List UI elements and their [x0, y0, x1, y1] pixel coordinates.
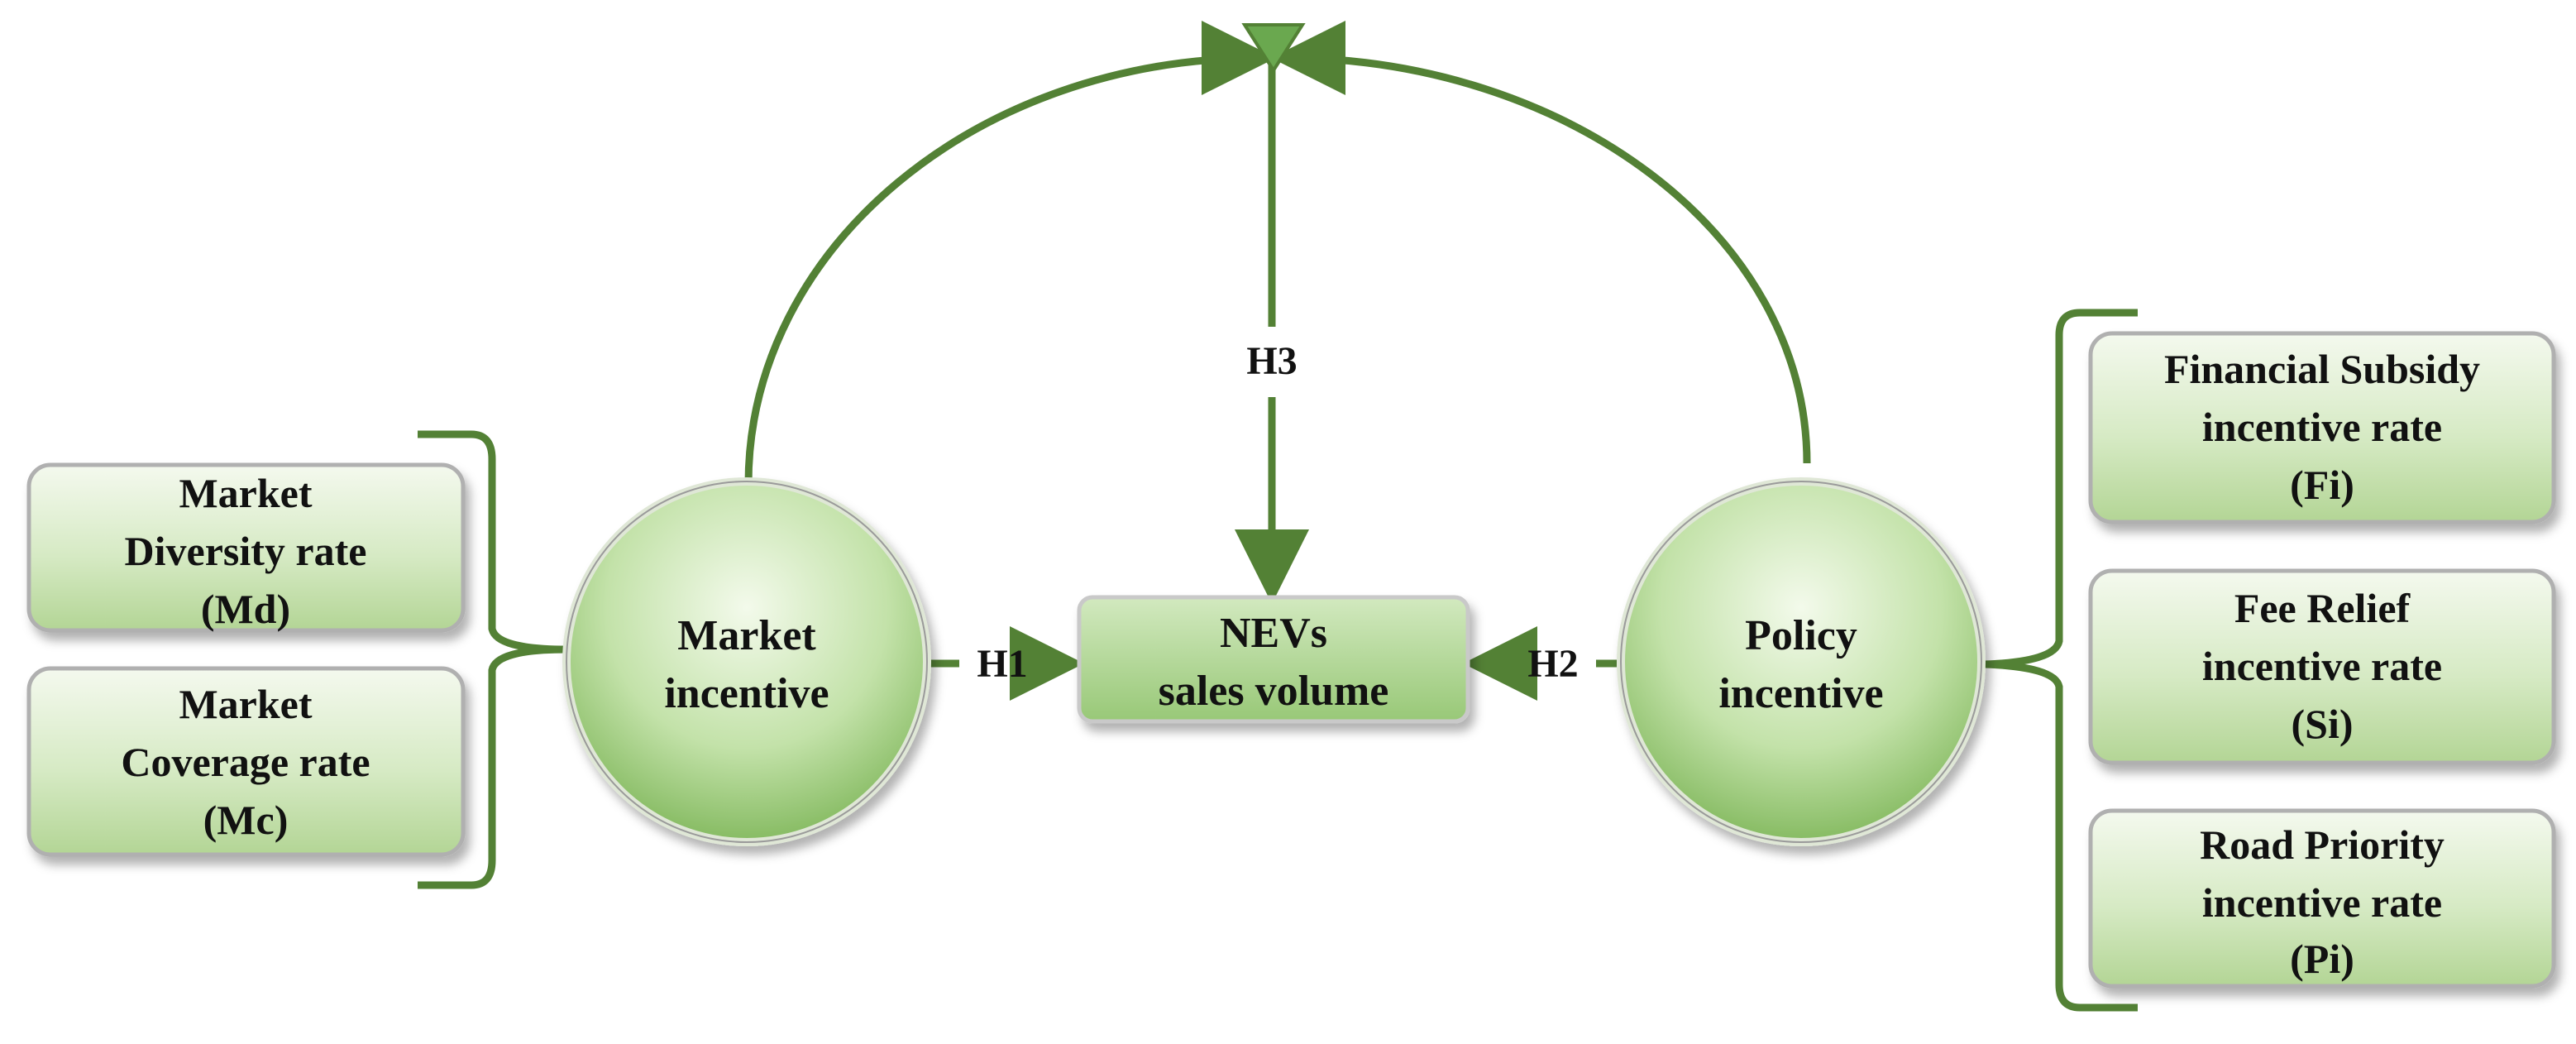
- indicator-line: (Fi): [2290, 462, 2354, 508]
- policy-incentive-line1: Policy: [1745, 612, 1857, 659]
- nevs-line2: sales volume: [1159, 668, 1389, 715]
- arc-policy-to-moderator: [1271, 21, 1811, 464]
- market-indicator-box-coverage: Market Coverage rate (Mc): [26, 666, 466, 857]
- policy-indicator-box-financial-subsidy: Financial Subsidy incentive rate (Fi): [2088, 331, 2556, 524]
- indicator-line: Market: [179, 681, 312, 727]
- market-incentive-node: Market incentive: [562, 477, 931, 846]
- indicator-line: incentive rate: [2202, 643, 2442, 689]
- indicator-line: (Md): [201, 586, 290, 632]
- h1-label: H1: [977, 642, 1027, 686]
- indicator-line: (Mc): [203, 797, 289, 843]
- policy-incentive-node: Policy incentive: [1617, 477, 1986, 846]
- market-incentive-line1: Market: [677, 612, 816, 659]
- indicator-line: (Si): [2292, 701, 2354, 747]
- nevs-sales-volume-node: NEVs sales volume: [1077, 595, 1470, 724]
- market-incentive-line2: incentive: [664, 670, 829, 717]
- indicator-line: incentive rate: [2202, 879, 2442, 926]
- market-indicator-box-diversity: Market Diversity rate (Md): [26, 462, 466, 633]
- policy-indicator-box-fee-relief: Fee Relief incentive rate (Si): [2088, 568, 2556, 765]
- indicator-line: (Pi): [2290, 936, 2354, 982]
- indicator-line: incentive rate: [2202, 404, 2442, 450]
- indicator-line: Market: [179, 470, 312, 516]
- indicator-line: Diversity rate: [125, 528, 367, 574]
- policy-incentive-line2: incentive: [1718, 670, 1883, 717]
- indicator-line: Financial Subsidy: [2164, 346, 2480, 392]
- nevs-line1: NEVs: [1220, 610, 1327, 657]
- h3-label: H3: [1246, 339, 1297, 383]
- arc-market-to-moderator: [744, 21, 1276, 485]
- indicator-line: Fee Relief: [2234, 585, 2411, 631]
- indicator-line: Coverage rate: [121, 739, 370, 785]
- h2-label: H2: [1527, 642, 1578, 686]
- moderator-node-icon: [1241, 23, 1306, 74]
- indicator-line: Road Priority: [2200, 821, 2445, 868]
- policy-indicator-box-road-priority: Road Priority incentive rate (Pi): [2088, 808, 2556, 989]
